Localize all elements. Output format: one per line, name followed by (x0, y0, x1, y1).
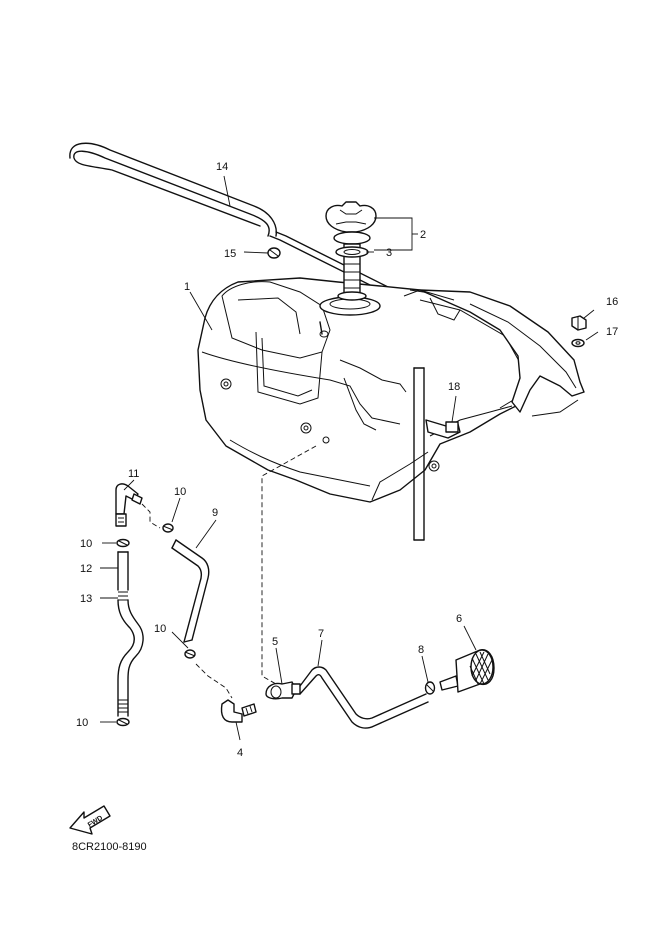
callout-7: 7 (318, 628, 324, 640)
fuel-cock-part-5 (265, 681, 301, 700)
callout-13: 13 (80, 593, 92, 605)
hose-protector-part-13 (117, 591, 144, 717)
nut-part-16 (571, 315, 587, 331)
tank-outlet-dashed-line (261, 445, 317, 685)
callout-8: 8 (418, 644, 424, 656)
callout-6: 6 (456, 613, 462, 625)
hose-clip-part-10-c (184, 649, 196, 659)
cap-gasket-part-3 (335, 246, 369, 258)
callout-17: 17 (606, 326, 618, 338)
breather-hose-lower (413, 367, 425, 541)
fuel-cock-elbow-part-4 (220, 699, 257, 723)
fuel-tank-part-1 (197, 277, 585, 503)
hose-clip-part-10-b (116, 538, 130, 548)
fuel-hose-part-9 (171, 539, 210, 643)
fuel-pipe-part-7 (299, 666, 429, 729)
forward-direction-arrow: FWD (69, 805, 111, 835)
washer-part-17 (571, 338, 585, 348)
dashed-connector-11-10 (141, 503, 161, 529)
callout-5: 5 (272, 636, 278, 648)
callout-18: 18 (448, 381, 460, 393)
callout-9: 9 (212, 507, 218, 519)
dashed-connector-10-4 (195, 663, 233, 699)
callout-4: 4 (237, 747, 243, 759)
callout-12: 12 (80, 563, 92, 575)
callout-10-a: 10 (174, 486, 186, 498)
callout-11: 11 (128, 468, 139, 480)
fuel-filter-part-6 (439, 649, 495, 693)
callout-16: 16 (606, 296, 618, 308)
leader-lines (100, 175, 599, 741)
callout-10-d: 10 (76, 717, 88, 729)
callout-14: 14 (216, 161, 228, 173)
callout-10-c: 10 (154, 623, 166, 635)
fuel-hose-part-12 (117, 551, 129, 591)
hose-clip-part-8 (424, 681, 436, 695)
hose-clip-part-10-a (162, 523, 174, 533)
callout-10-b: 10 (80, 538, 92, 550)
callout-labels: 1 2 3 4 5 6 7 8 9 10 10 10 10 11 12 13 1… (76, 161, 618, 759)
callout-1: 1 (184, 281, 190, 293)
elbow-fitting-part-11 (115, 483, 143, 527)
callout-2: 2 (420, 229, 426, 241)
hose-clip-part-15 (267, 247, 281, 259)
callout-3: 3 (386, 247, 392, 259)
hose-clip-part-10-d (116, 717, 130, 727)
drawing-code: 8CR2100-8190 (72, 841, 147, 853)
callout-15: 15 (224, 248, 236, 260)
